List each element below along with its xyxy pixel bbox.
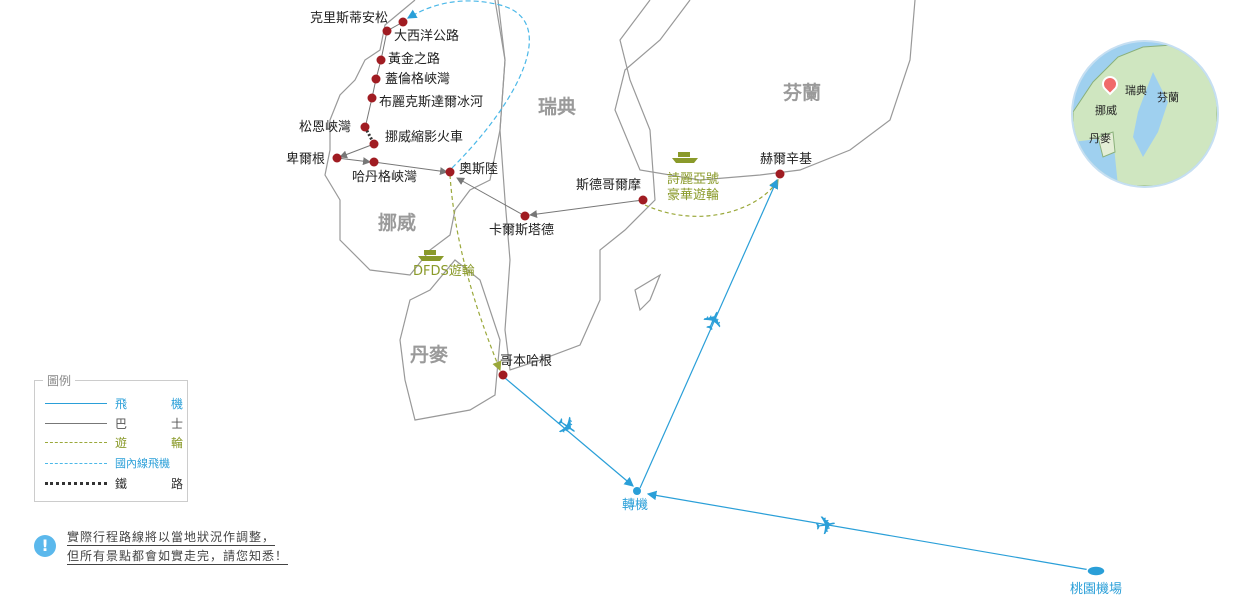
inset-label: 瑞典 xyxy=(1125,84,1147,97)
country-finland: 芬蘭 xyxy=(783,82,822,104)
place-label: 哈丹格峽灣 xyxy=(352,170,418,185)
ship-icons xyxy=(418,152,698,261)
cruise-label: 詩麗亞號 xyxy=(667,172,720,187)
place-label: 布麗克斯達爾冰河 xyxy=(379,95,484,110)
place-label: 克里斯蒂安松 xyxy=(310,11,389,26)
country-norway: 挪威 xyxy=(378,212,417,234)
place-label: 轉機 xyxy=(622,498,649,513)
inset-locator-map: 挪威 瑞典 芬蘭 丹麥 xyxy=(1071,40,1219,188)
transfer-dot xyxy=(633,487,641,495)
airport-dot xyxy=(1086,565,1106,577)
svg-text:✈: ✈ xyxy=(696,305,732,337)
place-label: 斯德哥爾摩 xyxy=(576,178,642,193)
inset-label: 丹麥 xyxy=(1089,132,1111,145)
place-label: 黃金之路 xyxy=(388,52,441,67)
place-label: 赫爾辛基 xyxy=(760,152,813,167)
exclamation-icon: ! xyxy=(34,535,56,557)
place-label: 挪威縮影火車 xyxy=(385,130,464,145)
place-label: 卑爾根 xyxy=(286,152,326,167)
place-label: 卡爾斯塔德 xyxy=(489,223,555,238)
domestic-flight-route xyxy=(406,0,530,169)
coastlines xyxy=(324,0,916,421)
legend-item-cruise: 遊 輪 xyxy=(45,434,183,450)
flight-routes xyxy=(504,178,1091,571)
legend-title: 圖例 xyxy=(43,372,76,389)
legend-item-railway: 鐵 路 xyxy=(45,475,183,491)
legend: 圖例 飛 機 巴 士 遊 輪 國內線飛機 鐵 路 xyxy=(34,372,188,502)
legend-item-domestic-flight: 國內線飛機 xyxy=(45,455,180,471)
inset-label: 芬蘭 xyxy=(1157,91,1179,104)
place-label: 桃園機場 xyxy=(1070,582,1123,597)
location-dots xyxy=(332,17,785,380)
place-label: 奧斯陸 xyxy=(459,162,499,177)
cruise-label: 豪華遊輪 xyxy=(667,188,720,203)
country-sweden: 瑞典 xyxy=(538,96,577,118)
place-label: 哥本哈根 xyxy=(500,354,553,369)
cruise-label: DFDS遊輪 xyxy=(413,264,475,279)
legend-item-bus: 巴 士 xyxy=(45,415,183,431)
svg-text:✈: ✈ xyxy=(813,510,840,543)
note-line-1: 實際行程路線將以當地狀況作調整， xyxy=(67,530,276,546)
legend-item-flight: 飛 機 xyxy=(45,395,183,411)
inset-label: 挪威 xyxy=(1095,104,1117,117)
country-denmark: 丹麥 xyxy=(410,344,449,366)
airplane-icons: ✈ ✈ ✈ xyxy=(549,305,840,543)
place-label: 松恩峽灣 xyxy=(299,120,352,135)
place-label: 蓋倫格峽灣 xyxy=(385,72,451,87)
place-label: 大西洋公路 xyxy=(394,29,460,44)
note-line-2: 但所有景點都會如實走完，請您知悉！ xyxy=(67,549,289,565)
cruise-routes xyxy=(449,174,779,372)
